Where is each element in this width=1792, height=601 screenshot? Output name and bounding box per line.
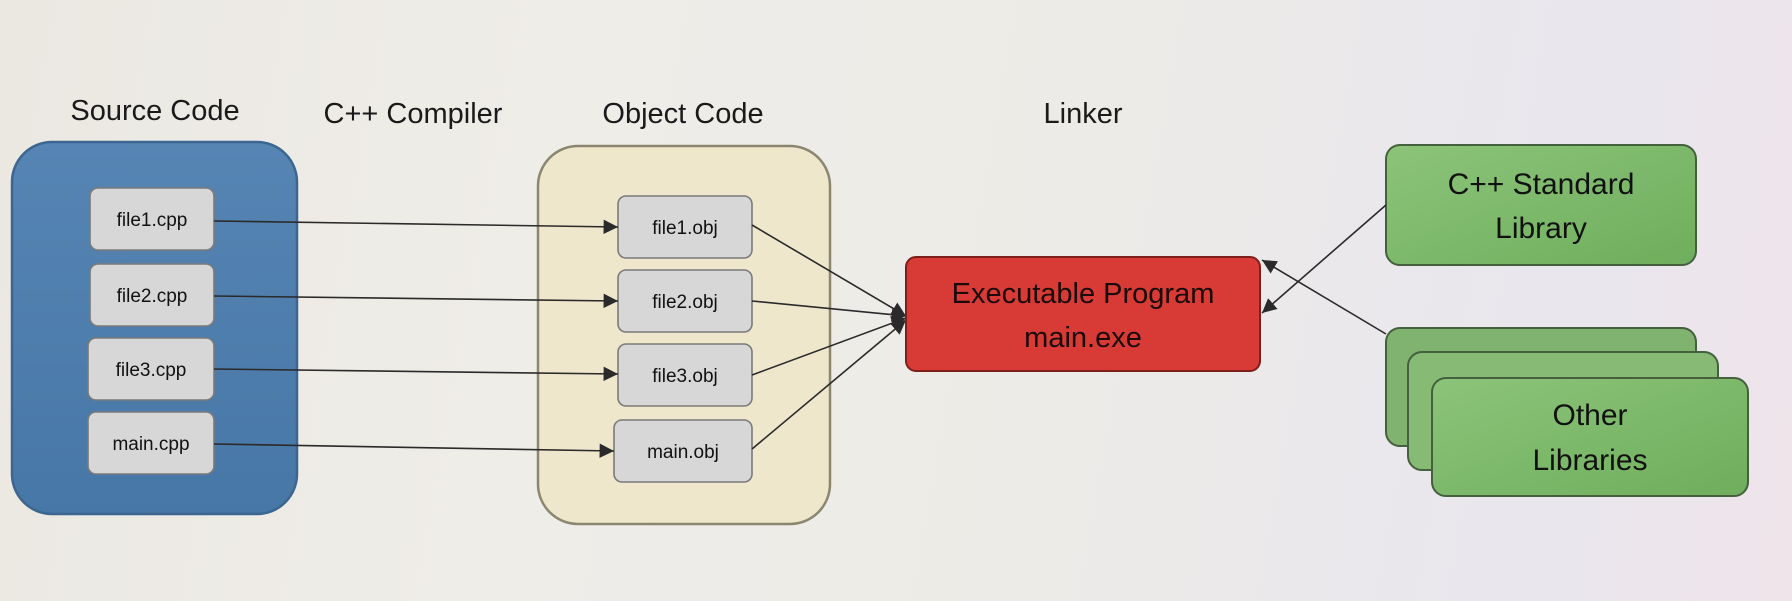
executable-program-box bbox=[905, 256, 1261, 372]
library-link-arrow bbox=[1261, 259, 1387, 335]
standard-library-box bbox=[1385, 144, 1697, 266]
source-file-box bbox=[87, 411, 215, 475]
source-file-label: file3.cpp bbox=[116, 360, 187, 381]
link-arrow bbox=[751, 319, 907, 450]
source-file-box bbox=[89, 263, 215, 327]
other-libraries-label: Libraries bbox=[1532, 444, 1647, 477]
compile-arrow bbox=[213, 219, 619, 234]
compile-arrow bbox=[213, 443, 615, 458]
link-arrow bbox=[751, 316, 907, 376]
object-code-title: Object Code bbox=[602, 98, 763, 130]
object-file-label: file2.obj bbox=[652, 292, 718, 313]
library-link-arrow bbox=[1261, 204, 1387, 314]
source-code-title: Source Code bbox=[70, 95, 239, 127]
source-file-label: file2.cpp bbox=[117, 286, 188, 307]
executable-program-label: Executable Program bbox=[952, 278, 1215, 310]
object-file-label: file1.obj bbox=[652, 218, 718, 239]
source-file-label: main.cpp bbox=[112, 434, 189, 455]
executable-file-label: main.exe bbox=[1024, 322, 1142, 354]
compile-arrow bbox=[213, 366, 619, 382]
source-code-group bbox=[10, 140, 299, 516]
object-file-label: file3.obj bbox=[652, 366, 718, 387]
object-code-group bbox=[536, 144, 832, 526]
source-file-box bbox=[89, 187, 215, 251]
link-arrow bbox=[751, 300, 907, 322]
other-libraries-label: Other bbox=[1552, 399, 1627, 432]
link-arrow bbox=[751, 224, 907, 317]
compile-arrow bbox=[213, 293, 619, 309]
standard-library-label: C++ Standard bbox=[1448, 168, 1635, 201]
linker-title: Linker bbox=[1044, 98, 1123, 130]
other-libraries-box bbox=[1431, 377, 1749, 497]
source-file-label: file1.cpp bbox=[117, 210, 188, 231]
object-file-label: main.obj bbox=[647, 442, 719, 463]
cpp-compiler-title: C++ Compiler bbox=[324, 98, 503, 130]
standard-library-label: Library bbox=[1495, 212, 1587, 245]
